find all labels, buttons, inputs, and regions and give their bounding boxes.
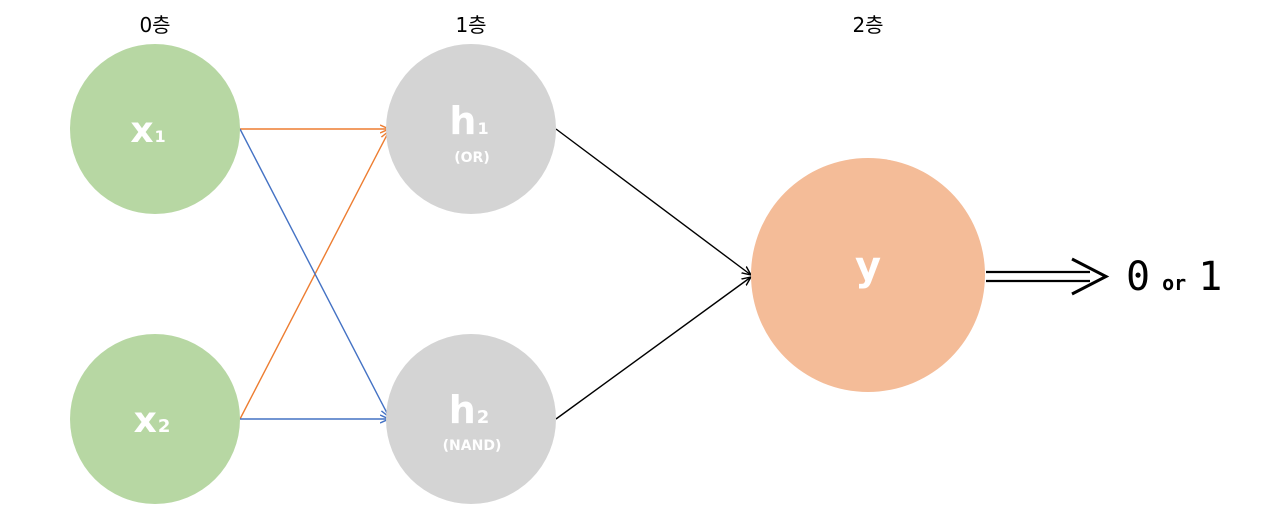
node-h2: h2 (NAND) [386,334,556,504]
layer-label-0: 0층 [139,13,170,37]
output-one: 1 [1198,254,1222,300]
node-y-circle [751,158,985,392]
edge-h2-y [555,277,751,420]
node-x1-circle [70,44,240,214]
edge-h1-y [555,128,751,275]
node-h2-label: h2 [449,388,490,432]
node-h1: h1 (OR) [386,44,556,214]
node-h2-gate: (NAND) [443,438,502,454]
layer-label-2: 2층 [852,13,883,37]
node-h1-label: h1 [449,99,488,143]
output-arrow [986,257,1110,296]
node-x1: x1 [70,44,240,214]
node-x2-label: x2 [134,400,171,441]
node-h2-circle [386,334,556,504]
output-value: 0 or 1 [1126,254,1222,300]
node-y: y [751,158,985,392]
node-y-label: y [855,244,881,290]
output-or: or [1162,271,1186,295]
layer-label-1: 1층 [455,13,486,37]
node-h1-gate: (OR) [454,150,489,166]
edge-x1-h2 [239,128,389,417]
node-x2-circle [70,334,240,504]
node-x2: x2 [70,334,240,504]
output-zero: 0 [1126,254,1150,300]
node-x1-label: x1 [130,110,165,151]
node-h1-circle [386,44,556,214]
edge-x2-h1 [239,131,389,420]
